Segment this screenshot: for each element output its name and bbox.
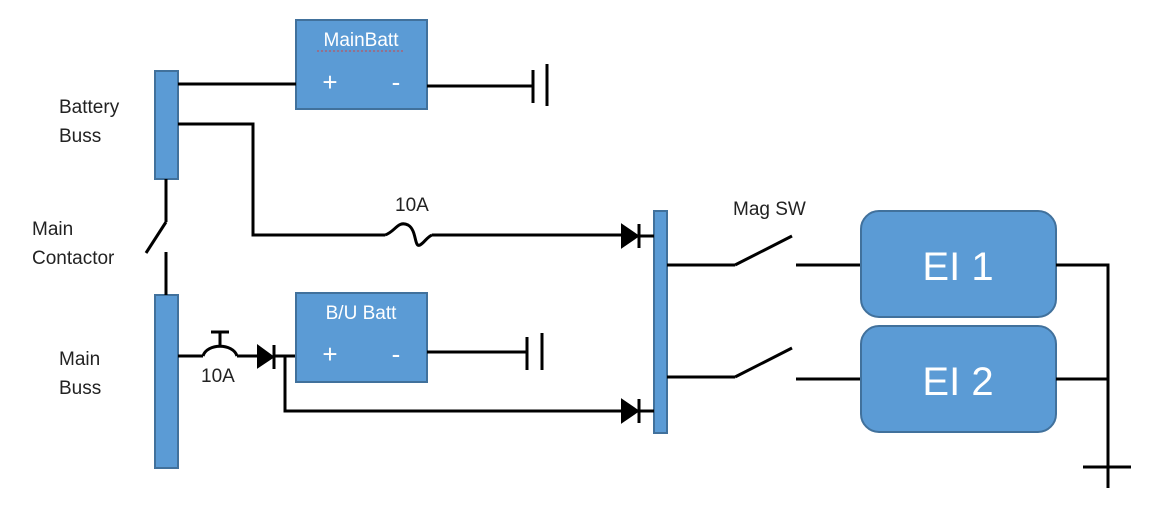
fuse-symbol — [384, 222, 433, 247]
main-batt-block: MainBatt + - — [295, 19, 428, 110]
bu-batt-title: B/U Batt — [326, 303, 397, 324]
wire-batt-buss-fused-feed — [178, 122, 385, 237]
battery-buss-bar — [154, 70, 179, 180]
wire-ei1-to-ground — [1056, 263, 1110, 442]
diode-icon — [621, 398, 641, 424]
mag-switch-label: Mag SW — [733, 199, 806, 220]
breaker-rating-label: 10A — [201, 366, 235, 387]
ei1-label: EI 1 — [922, 245, 993, 289]
main-batt-minus-terminal: - — [392, 67, 401, 97]
battery-buss-label-line2: Buss — [59, 126, 101, 147]
main-buss-label-line2: Buss — [59, 378, 101, 399]
bu-batt-plus-terminal: + — [322, 339, 337, 369]
diode-icon — [257, 344, 276, 369]
fuse-rating-label: 10A — [395, 195, 429, 216]
main-batt-plus-terminal: + — [322, 67, 337, 97]
bu-batt-block: B/U Batt + - — [295, 292, 428, 383]
battery-buss-label-line1: Battery — [59, 97, 120, 118]
main-batt-title: MainBatt — [324, 30, 400, 51]
ground-symbol-bu-batt — [525, 333, 544, 370]
ground-symbol-main-batt — [531, 64, 549, 106]
main-buss-label-line1: Main — [59, 349, 100, 370]
main-contactor-label-line2: Contactor — [32, 248, 115, 269]
main-contactor-label-line1: Main — [32, 219, 73, 240]
bu-batt-minus-terminal: - — [392, 339, 401, 369]
mag-switch-2 — [667, 346, 861, 381]
circuit-breaker-symbol — [201, 330, 239, 357]
ei2-label: EI 2 — [922, 360, 993, 404]
main-buss-bar — [154, 294, 179, 469]
wire-bu-feed — [283, 356, 622, 413]
ground-symbol-ei — [1083, 442, 1131, 488]
main-contactor-switch — [144, 179, 168, 295]
ei1-block: EI 1 — [860, 210, 1057, 318]
ei2-block: EI 2 — [860, 325, 1057, 433]
diode-icon — [621, 223, 641, 249]
mag-switch-1 — [667, 234, 861, 267]
ei-buss-bar — [653, 210, 668, 434]
